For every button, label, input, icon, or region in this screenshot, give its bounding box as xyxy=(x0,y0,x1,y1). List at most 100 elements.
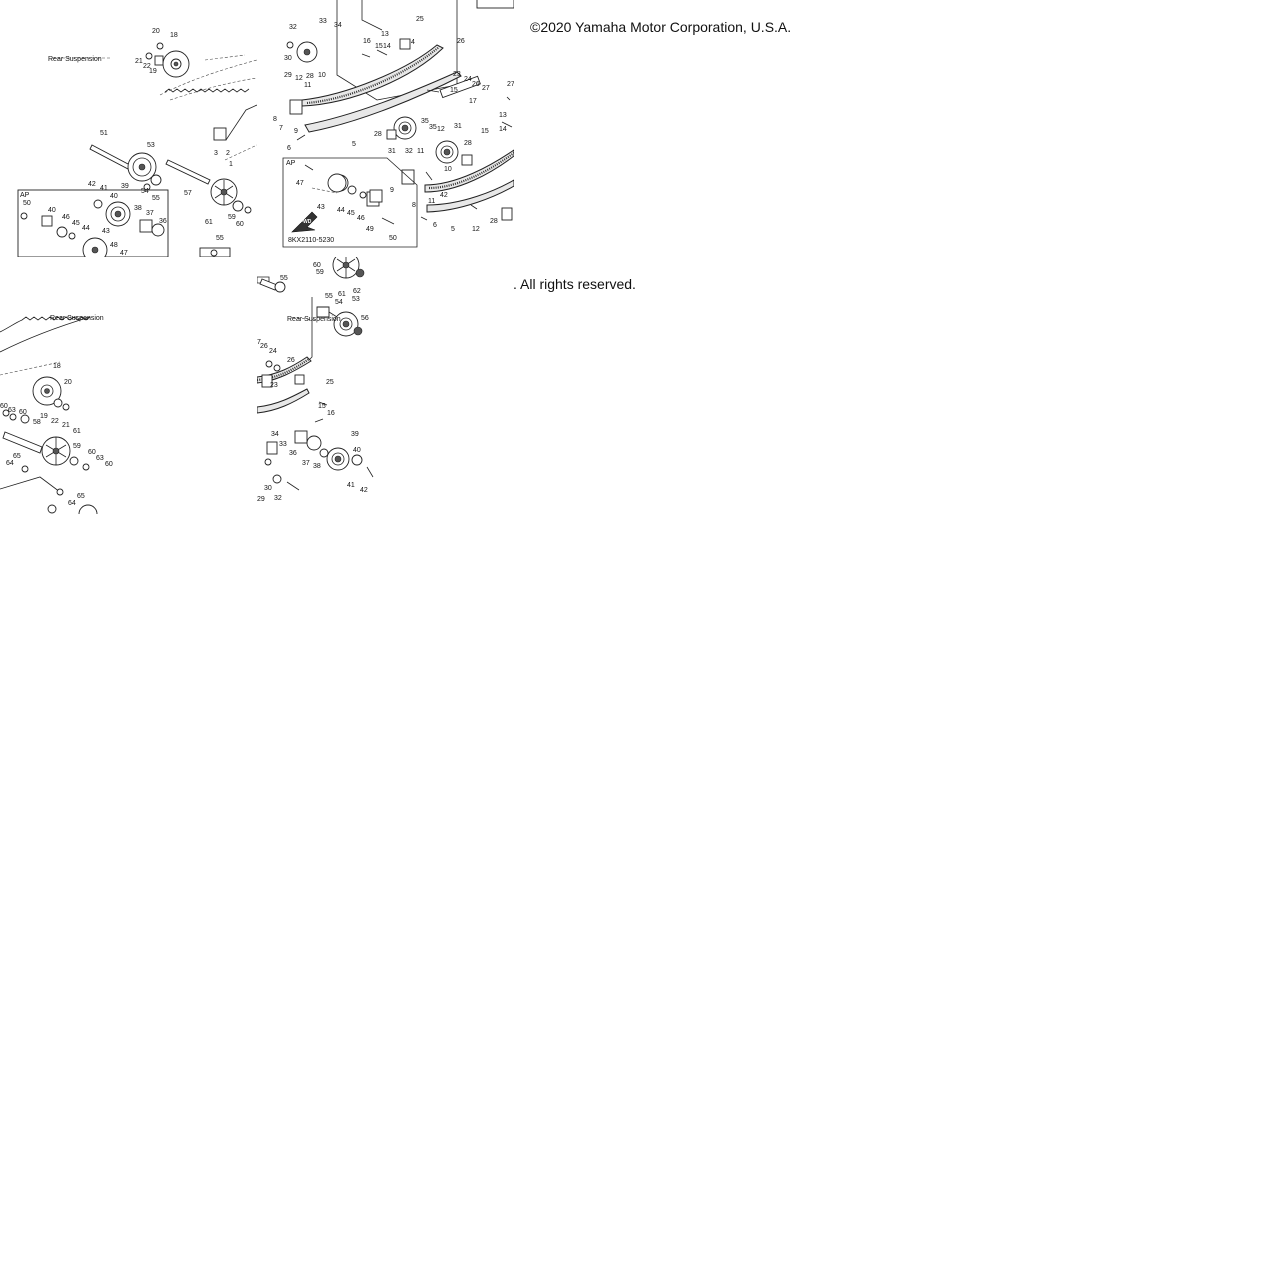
callout: 39 xyxy=(351,431,359,438)
callout: 60 xyxy=(236,221,244,228)
diagram-tile-front-idler: Rear Suspension xyxy=(0,0,257,257)
fwd-label: FWD xyxy=(300,219,312,225)
callout: 27 xyxy=(507,81,514,88)
callout: 44 xyxy=(82,225,90,232)
callout: 26 xyxy=(287,357,295,364)
callout: 54 xyxy=(141,188,149,195)
callout: 31 xyxy=(454,123,462,130)
callout: 16 xyxy=(327,410,335,417)
callout: 28 xyxy=(374,131,382,138)
callout: 24 xyxy=(464,76,472,83)
callout: 7 xyxy=(279,125,283,132)
diagram-tile-rear-idler: Rear Suspension 18 20 60 63 60 19 22 21 … xyxy=(0,257,257,514)
callout: 2 xyxy=(226,150,230,157)
callout: 55 xyxy=(152,195,160,202)
callout: 50 xyxy=(389,235,397,242)
callout: 17 xyxy=(469,98,477,105)
callout: 11 xyxy=(417,148,424,155)
callout: 37 xyxy=(302,460,310,467)
callout: 41 xyxy=(100,185,108,192)
callout: 20 xyxy=(64,379,72,386)
callout: 64 xyxy=(6,460,14,467)
callout: 61 xyxy=(73,428,81,435)
callout: 6 xyxy=(433,222,437,229)
callout: 8 xyxy=(273,116,277,123)
callout: 56 xyxy=(361,315,369,322)
callout: 28 xyxy=(464,140,472,147)
callout: 59 xyxy=(73,443,81,450)
callout: 60 xyxy=(0,403,8,410)
callout: 26 xyxy=(260,343,268,350)
callout: 14 xyxy=(383,43,391,50)
callout: 12 xyxy=(295,75,303,82)
callout: 8 xyxy=(412,202,416,209)
callout: 12 xyxy=(472,226,480,233)
slide-rail-exploded-view: FWD 8KX2110-5230 AP 32 33 34 25 13 15 14… xyxy=(273,0,514,248)
callout: 13 xyxy=(381,31,389,38)
callout: 26 xyxy=(457,38,465,45)
callout: 22 xyxy=(143,63,151,70)
callout: 31 xyxy=(388,148,396,155)
callout: 60 xyxy=(313,262,321,269)
diagram-tile-rear-axle: Rear Suspension 60 59 55 62 55 54 61 53 … xyxy=(257,257,514,514)
callout: 48 xyxy=(110,242,118,249)
callout: 33 xyxy=(279,441,287,448)
callout: 18 xyxy=(170,32,178,39)
callout: 32 xyxy=(274,495,282,502)
callout: 55 xyxy=(280,275,288,282)
callout: 59 xyxy=(228,214,236,221)
callout: 40 xyxy=(48,207,56,214)
callout: 21 xyxy=(62,422,70,429)
callout: 38 xyxy=(134,205,142,212)
callout: 53 xyxy=(352,296,360,303)
callout: 50 xyxy=(23,200,31,207)
callout: 65 xyxy=(77,493,85,500)
callout: 42 xyxy=(360,487,368,494)
diagram-code: 8KX2110-5230 xyxy=(288,237,334,244)
callout: 54 xyxy=(335,299,343,306)
callout: 60 xyxy=(105,461,113,468)
callout: 44 xyxy=(337,207,345,214)
callout: 43 xyxy=(102,228,110,235)
callout: 24 xyxy=(269,348,277,355)
callout: 15 xyxy=(375,43,383,50)
callout: 35 xyxy=(429,124,437,131)
callout: 5 xyxy=(352,141,356,148)
callout: 46 xyxy=(357,215,365,222)
callout: 25 xyxy=(326,379,334,386)
callout: 15 xyxy=(481,128,489,135)
slide-rail xyxy=(301,44,444,107)
callout: 45 xyxy=(347,210,355,217)
callout: 63 xyxy=(96,455,104,462)
callout: 36 xyxy=(159,218,167,225)
callout: 19 xyxy=(40,413,48,420)
callout: 46 xyxy=(62,214,70,221)
callout: 51 xyxy=(100,130,108,137)
label-text: Rear Suspension xyxy=(50,315,104,322)
callout: 14 xyxy=(499,126,507,133)
callout: 27 xyxy=(482,85,490,92)
diagram-tile-slide-rail: FWD 8KX2110-5230 AP 32 33 34 25 13 15 14… xyxy=(257,0,514,257)
callout: 26 xyxy=(472,81,480,88)
callout: 25 xyxy=(416,16,424,23)
rear-idler-exploded-view: Rear Suspension 18 20 60 63 60 19 22 21 … xyxy=(0,315,113,514)
callout: 30 xyxy=(264,485,272,492)
callout: 22 xyxy=(51,418,59,425)
axle-shaft xyxy=(89,144,131,170)
slide-rail xyxy=(304,71,462,133)
callout: 16 xyxy=(363,38,371,45)
callout: 58 xyxy=(33,419,41,426)
callout: 55 xyxy=(216,235,224,242)
callout: 29 xyxy=(257,496,265,503)
callout: 40 xyxy=(110,193,118,200)
callout: 35 xyxy=(421,118,429,125)
callout: 61 xyxy=(205,219,213,226)
callout: 10 xyxy=(444,166,452,173)
callout: 42 xyxy=(440,192,448,199)
callout: 11 xyxy=(428,198,435,205)
callout: 1 xyxy=(229,161,233,168)
callout: 65 xyxy=(13,453,21,460)
callout: 64 xyxy=(68,500,76,507)
callout: 13 xyxy=(499,112,507,119)
callout: 30 xyxy=(284,55,292,62)
